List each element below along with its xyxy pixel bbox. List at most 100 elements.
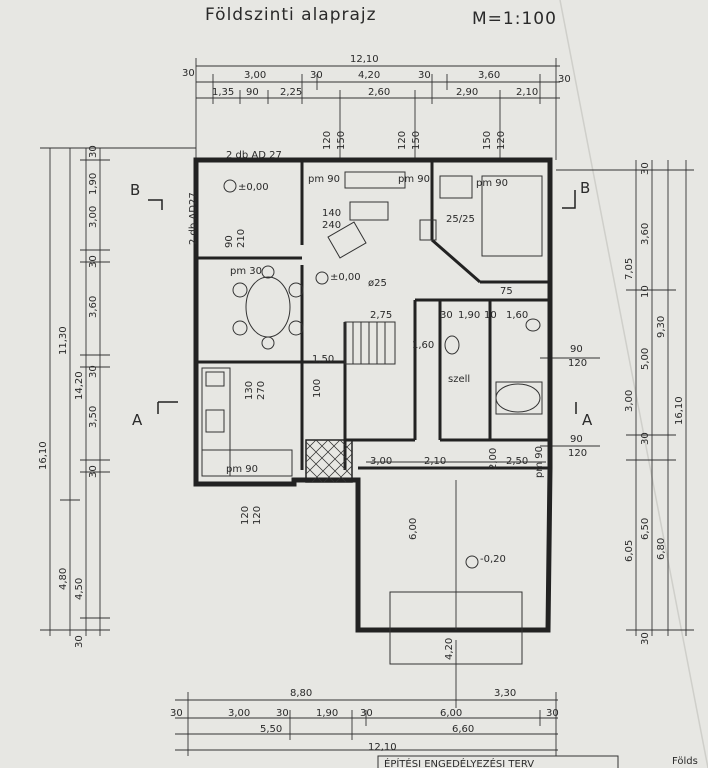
left-a-10: 30 xyxy=(74,635,85,648)
section-markers xyxy=(148,190,577,414)
wall-dim-10: 10 xyxy=(484,310,497,321)
left-b-1: 11,30 xyxy=(58,326,69,355)
bottom-row2-7: 30 xyxy=(546,708,559,719)
top-row2-4: 2,60 xyxy=(368,87,390,98)
top-opening-6: 120 xyxy=(496,131,507,150)
section-b-left: B xyxy=(130,181,140,199)
armchair xyxy=(327,221,367,259)
exterior-walls xyxy=(193,157,553,633)
bottom-row2-3: 30 xyxy=(276,708,289,719)
left-a-5: 3,60 xyxy=(88,296,99,318)
bottom-row1-2: 3,30 xyxy=(494,688,516,699)
section-a-right: A xyxy=(582,411,593,429)
right-a-2: 3,60 xyxy=(640,223,651,245)
footer-stamp-box xyxy=(377,755,619,768)
kitchen-stove xyxy=(205,409,225,433)
top-dim-1: 30 xyxy=(182,68,195,79)
bottom-row2-2: 3,00 xyxy=(228,708,250,719)
pm-label-4: pm 30 xyxy=(230,266,262,277)
right-opening-4: 120 xyxy=(568,448,587,459)
garage-depth-600: 6,00 xyxy=(408,518,419,540)
garage-dim-300: 3,00 xyxy=(370,456,392,467)
door-label-140: 140 xyxy=(322,208,341,219)
right-a-3: 10 xyxy=(640,285,651,298)
top-dim-5: 30 xyxy=(418,70,431,81)
garage-door-420: 4,20 xyxy=(444,638,455,660)
left-dimensions xyxy=(40,147,196,636)
bottom-total-dim: 12,10 xyxy=(368,742,397,753)
section-b-right: B xyxy=(580,179,590,197)
footer-stamp: ÉPÍTÉSI ENGEDÉLYEZÉSI TERV xyxy=(384,757,534,768)
top-dim-4: 4,20 xyxy=(358,70,380,81)
bathtub-frame xyxy=(495,381,543,415)
bedside-cabinet xyxy=(439,175,473,199)
dining-chairs xyxy=(232,265,304,350)
right-b-3: 6,05 xyxy=(624,540,635,562)
washbasin xyxy=(525,318,541,332)
right-c-2: 6,80 xyxy=(656,538,667,560)
kitchen-door-270: 270 xyxy=(256,381,267,400)
chimney-side-label: 2 db AD27 xyxy=(188,192,199,245)
right-total-dim: 16,10 xyxy=(674,396,685,425)
bottom-row3-2: 6,60 xyxy=(452,724,474,735)
bottom-row2-6: 6,00 xyxy=(440,708,462,719)
bottom-row2-1: 30 xyxy=(170,708,183,719)
top-row2-6: 2,10 xyxy=(516,87,538,98)
fireplace-label: 25/25 xyxy=(446,214,475,225)
dining-table xyxy=(245,276,291,338)
left-a-4: 30 xyxy=(88,255,99,268)
vent-label: szell xyxy=(448,374,470,385)
left-a-8: 30 xyxy=(88,465,99,478)
right-a-7: 30 xyxy=(640,632,651,645)
top-opening-3: 120 xyxy=(397,131,408,150)
top-row2-3: 2,25 xyxy=(280,87,302,98)
top-dim-3: 30 xyxy=(310,70,323,81)
pm-label-2: pm 90 xyxy=(398,174,430,185)
top-opening-5: 150 xyxy=(482,131,493,150)
right-a-4: 5,00 xyxy=(640,348,651,370)
bottom-row3-1: 5,50 xyxy=(260,724,282,735)
left-a-1: 30 xyxy=(88,145,99,158)
level-garage: -0,20 xyxy=(480,554,506,565)
level-living: ±0,00 xyxy=(330,272,361,283)
right-opening-3: 90 xyxy=(570,434,583,445)
top-opening-2: 150 xyxy=(336,131,347,150)
hall-dim-160: 1,60 xyxy=(412,340,434,351)
top-opening-4: 150 xyxy=(411,131,422,150)
top-dim-6: 3,60 xyxy=(478,70,500,81)
left-a-2: 1,90 xyxy=(88,173,99,195)
garage-dim-250: 2,50 xyxy=(506,456,528,467)
right-b-1: 7,05 xyxy=(624,258,635,280)
pm-label-5: pm 90 xyxy=(226,464,258,475)
level-marker-garage-icon xyxy=(465,555,479,569)
right-a-5: 30 xyxy=(640,432,651,445)
bathtub xyxy=(495,383,541,413)
wall-dim-75: 75 xyxy=(500,286,513,297)
top-total-dim: 12,10 xyxy=(350,54,379,65)
right-b-2: 3,00 xyxy=(624,390,635,412)
left-a-9: 4,50 xyxy=(74,578,85,600)
paper-fold xyxy=(559,0,708,768)
pm-label-6: pm 90 xyxy=(534,446,545,478)
level-marker-living-icon xyxy=(315,271,329,285)
hall-dim-150: 1,50 xyxy=(312,354,334,365)
bottom-dimensions xyxy=(175,640,558,756)
top-dimensions xyxy=(195,58,560,160)
bottom-row2-4: 1,90 xyxy=(316,708,338,719)
top-row2-1: 1,35 xyxy=(212,87,234,98)
window-dim-120a: 120 xyxy=(240,506,251,525)
section-a-left: A xyxy=(132,411,143,429)
door-label-240: 240 xyxy=(322,220,341,231)
right-opening-1: 90 xyxy=(570,344,583,355)
bath-dim-160: 1,60 xyxy=(506,310,528,321)
staircase xyxy=(344,321,396,365)
garage-dim-200: 2,00 xyxy=(488,448,499,470)
pipe-diameter: ø25 xyxy=(368,278,387,289)
coffee-table xyxy=(349,201,389,221)
bottom-row1-1: 8,80 xyxy=(290,688,312,699)
pm-label-3: pm 90 xyxy=(476,178,508,189)
left-a-6: 30 xyxy=(88,365,99,378)
door-width-90: 90 xyxy=(224,235,235,248)
window-dim-120b: 120 xyxy=(252,506,263,525)
